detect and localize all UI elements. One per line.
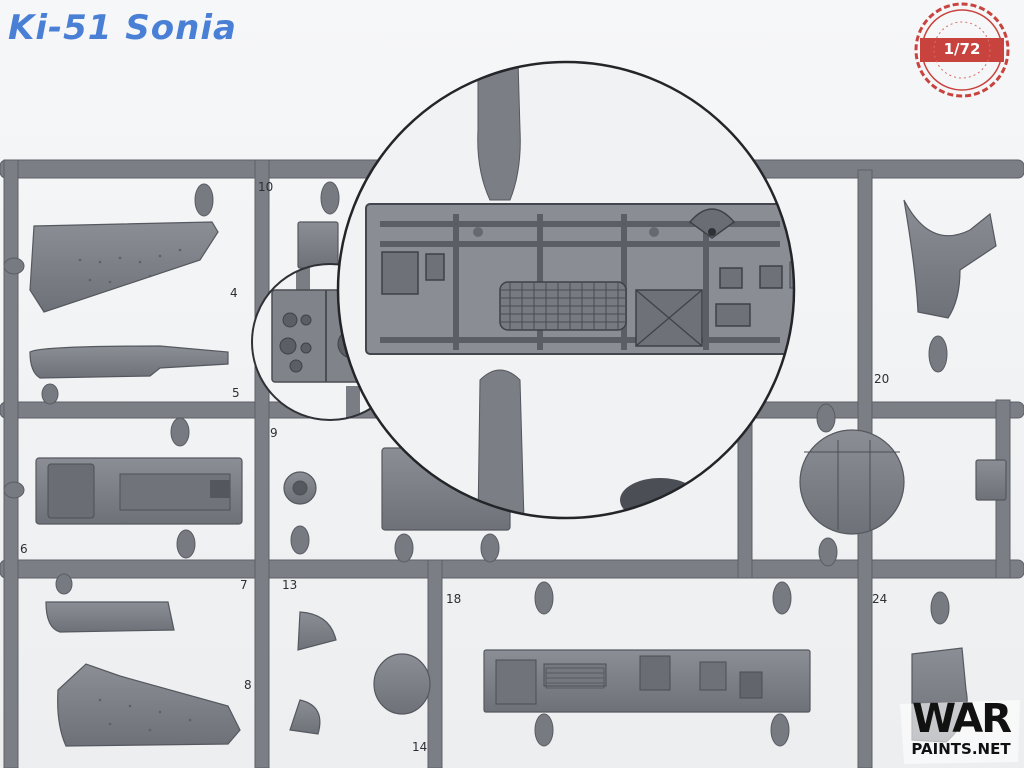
sprue-number: 8 — [244, 678, 252, 692]
scale-stamp-label: 1/72 — [943, 40, 981, 58]
sprue-number: 5 — [232, 386, 240, 400]
sprue-number: 18 — [446, 592, 462, 606]
sprue-number: 14 — [412, 740, 428, 754]
sprue-number: 6 — [20, 542, 28, 556]
logo-word: WAR — [911, 696, 1012, 742]
sprue-number: 4 — [230, 286, 238, 300]
kit-title: Ki-51 Sonia — [8, 8, 237, 48]
sprue-number: 7 — [240, 578, 248, 592]
sprue-number: 10 — [258, 180, 274, 194]
sprue-number: 9 — [270, 426, 278, 440]
logo-subtitle: PAINTS.NET — [911, 740, 1011, 758]
sprue-number: 20 — [874, 372, 890, 386]
sprue-number: 13 — [282, 578, 298, 592]
sprue-number: 24 — [872, 592, 888, 606]
